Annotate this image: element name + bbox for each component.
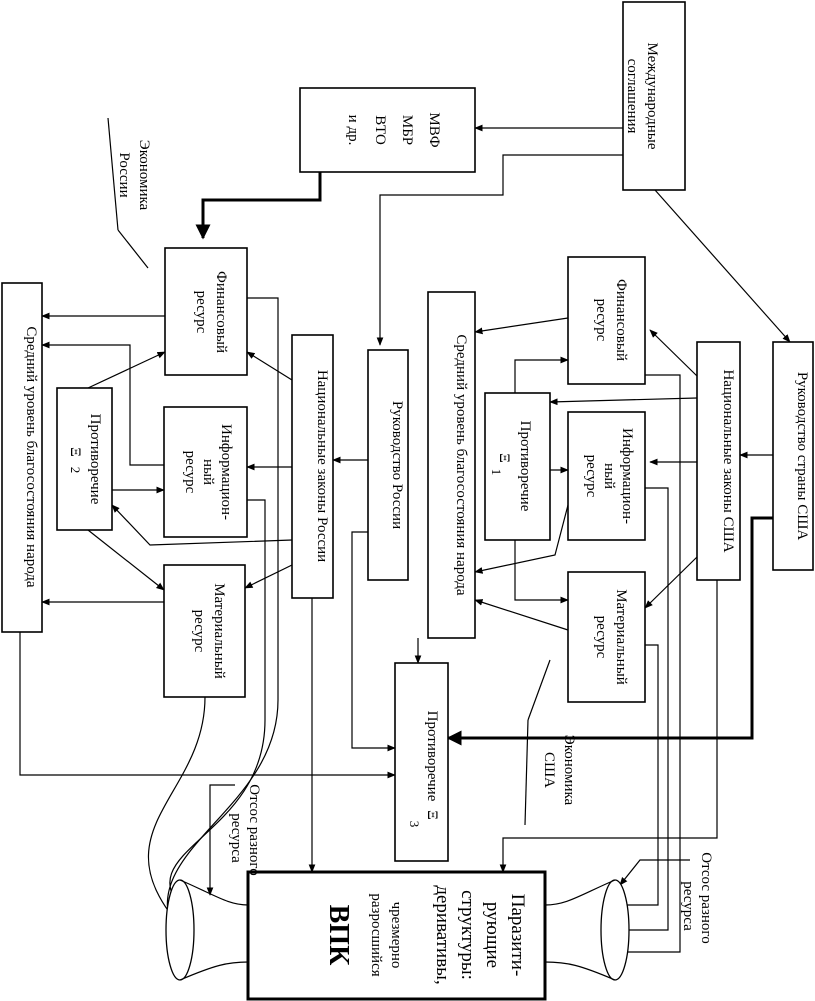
usa-leadership-box: Руководство страны США bbox=[772, 341, 814, 571]
russia-financial-label-1: Финансовый bbox=[213, 271, 229, 353]
russia-leadership-label: Руководство России bbox=[389, 401, 405, 529]
russia-laws-box: Национальные законы России bbox=[291, 334, 334, 599]
usa-contradiction-symbol: Ξ bbox=[496, 453, 512, 463]
russia-contradiction-index: 2 bbox=[68, 467, 83, 474]
russia-info-label-3: ресурс bbox=[182, 451, 198, 494]
contradiction-3-index: 3 bbox=[407, 821, 422, 828]
usa-leadership-label: Руководство страны США bbox=[794, 372, 810, 541]
left-funnel bbox=[165, 879, 249, 981]
svg-text:ЭкономикаСША: ЭкономикаСША bbox=[541, 735, 577, 806]
usa-financial-label-2: ресурс bbox=[593, 299, 609, 342]
imf-box: МВФ МБР ВТО и др. bbox=[299, 87, 476, 173]
russia-contradiction-symbol: Ξ bbox=[67, 447, 83, 457]
russia-info-label-2: ный bbox=[200, 459, 216, 485]
svg-text:Отсос разного: Отсос разного bbox=[698, 852, 714, 943]
imf-label-2: МБР bbox=[399, 115, 415, 145]
russia-welfare-label: Средний уровень благосостояния народа bbox=[23, 326, 39, 588]
usa-welfare-box: Средний уровень благосостояния народа bbox=[427, 291, 476, 639]
russia-financial-box: Финансовый ресурс bbox=[164, 247, 248, 376]
contradiction-3-label: Противоречие bbox=[424, 711, 440, 802]
contradiction-3-box: Противоречие Ξ 3 bbox=[394, 662, 449, 862]
russia-info-box: Информацион- ный ресурс bbox=[163, 406, 248, 538]
usa-welfare-label: Средний уровень благосостояния народа bbox=[453, 334, 469, 596]
usa-material-label-1: Материальный bbox=[613, 589, 629, 685]
parasitic-label-4: деривативы, bbox=[432, 885, 453, 984]
parasitic-label-1: Паразити- bbox=[507, 894, 528, 977]
russia-material-label-2: ресурс bbox=[191, 610, 207, 653]
economy-usa-label: ЭкономикаСША bbox=[524, 659, 577, 826]
parasitic-label-3: структуры: bbox=[457, 890, 478, 980]
usa-laws-box: Национальные законы США bbox=[696, 341, 741, 581]
usa-contradiction-index: 1 bbox=[489, 469, 504, 476]
usa-info-box: Информацион- ный ресурс bbox=[567, 411, 646, 541]
russia-info-label-1: Информацион- bbox=[218, 424, 234, 520]
russia-contradiction-label: Противоречие bbox=[87, 414, 103, 505]
usa-contradiction-box: Противоречие Ξ 1 bbox=[484, 392, 551, 541]
imf-label-4: и др. bbox=[345, 115, 361, 146]
economy-russia-label: ЭкономикаРоссии bbox=[107, 117, 152, 269]
parasitic-structures-box: Паразити- рующие структуры: деривативы, … bbox=[246, 870, 547, 1001]
usa-info-label-1: Информацион- bbox=[619, 428, 635, 524]
imf-label: МВФ bbox=[426, 112, 442, 147]
parasitic-label-6: разросшийся bbox=[368, 893, 384, 976]
right-funnel bbox=[544, 879, 630, 981]
russia-welfare-box: Средний уровень благосостояния народа bbox=[1, 282, 43, 633]
russia-material-box: Материальный ресурс bbox=[163, 564, 246, 698]
imf-label-3: ВТО bbox=[372, 115, 388, 145]
usa-material-box: Материальный ресурс bbox=[567, 571, 646, 703]
usa-financial-box: Финансовый ресурс bbox=[567, 256, 646, 385]
russia-laws-label: Национальные законы России bbox=[314, 370, 330, 562]
parasitic-label-7: ВПК bbox=[323, 905, 354, 966]
russia-financial-label-2: ресурс bbox=[193, 291, 209, 334]
russia-leadership-box: Руководство России bbox=[367, 349, 409, 581]
usa-info-label-2: ный bbox=[601, 463, 617, 489]
contradiction-3-symbol: Ξ bbox=[424, 810, 440, 820]
parasitic-label-2: рующие bbox=[482, 902, 503, 968]
russia-material-label-1: Материальный bbox=[211, 583, 227, 679]
russia-contradiction-box: Противоречие Ξ 2 bbox=[56, 387, 113, 531]
parasitic-label-5: чрезмерно bbox=[388, 902, 404, 969]
svg-text:ЭкономикаРоссии: ЭкономикаРоссии bbox=[116, 140, 152, 211]
usa-contradiction-label: Противоречие bbox=[517, 421, 533, 512]
usa-financial-label-1: Финансовый bbox=[613, 279, 629, 361]
suction-right-label: Отсос разного ресурса bbox=[680, 852, 714, 943]
usa-laws-label: Национальные законы США bbox=[720, 369, 736, 552]
intl-agreements-label: Международныесоглашения bbox=[624, 43, 660, 150]
svg-text:ресурса: ресурса bbox=[228, 813, 244, 863]
svg-text:ресурса: ресурса bbox=[680, 881, 696, 931]
usa-material-label-2: ресурс bbox=[593, 616, 609, 659]
connectors bbox=[19, 124, 791, 956]
usa-info-label-3: ресурс bbox=[583, 455, 599, 498]
suction-left-label: Отсос разного ресурса bbox=[228, 784, 262, 875]
intl-agreements-box: Международныесоглашения bbox=[622, 1, 686, 191]
svg-text:Отсос разного: Отсос разного bbox=[246, 784, 262, 875]
